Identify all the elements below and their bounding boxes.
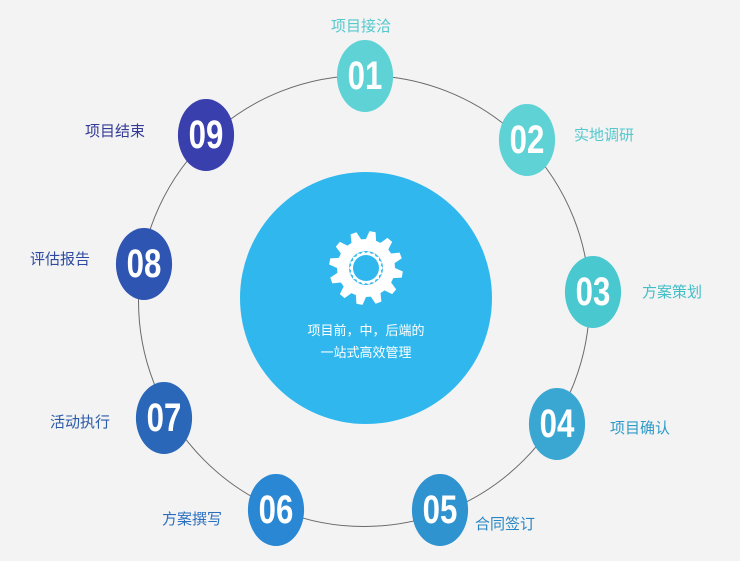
center-text-line1: 项目前，中，后端的 <box>307 324 425 339</box>
step-03-number: 03 <box>575 269 611 314</box>
step-09-label: 项目结束 <box>85 122 146 140</box>
step-08-label: 评估报告 <box>30 250 91 268</box>
step-03-circle: 03 <box>564 256 622 328</box>
step-08-number: 08 <box>126 241 162 286</box>
step-02-number: 02 <box>509 117 545 162</box>
gear-icon <box>329 231 403 305</box>
step-06-label: 方案撰写 <box>162 510 223 528</box>
step-03-label: 方案策划 <box>642 283 703 301</box>
step-05-label: 合同签订 <box>475 515 536 533</box>
step-09-circle: 09 <box>177 99 235 171</box>
step-07-number: 07 <box>146 395 182 440</box>
step-09-number: 09 <box>188 112 224 157</box>
step-06-number: 06 <box>258 487 294 532</box>
step-02-label: 实地调研 <box>574 126 635 144</box>
step-04-circle: 04 <box>528 388 586 460</box>
step-07-circle: 07 <box>135 382 193 454</box>
step-01-circle: 01 <box>336 40 394 112</box>
step-01-label: 项目接洽 <box>331 17 392 35</box>
step-02-circle: 02 <box>498 104 556 176</box>
step-04-label: 项目确认 <box>610 419 671 437</box>
center-text-line2: 一站式高效管理 <box>320 346 412 361</box>
step-08-circle: 08 <box>115 228 173 300</box>
center-circle: 项目前，中，后端的 一站式高效管理 <box>240 172 492 424</box>
step-05-circle: 05 <box>411 474 469 546</box>
step-06-circle: 06 <box>247 474 305 546</box>
step-07-label: 活动执行 <box>50 413 111 431</box>
step-04-number: 04 <box>539 401 575 446</box>
step-01-number: 01 <box>347 53 383 98</box>
step-05-number: 05 <box>422 487 458 532</box>
